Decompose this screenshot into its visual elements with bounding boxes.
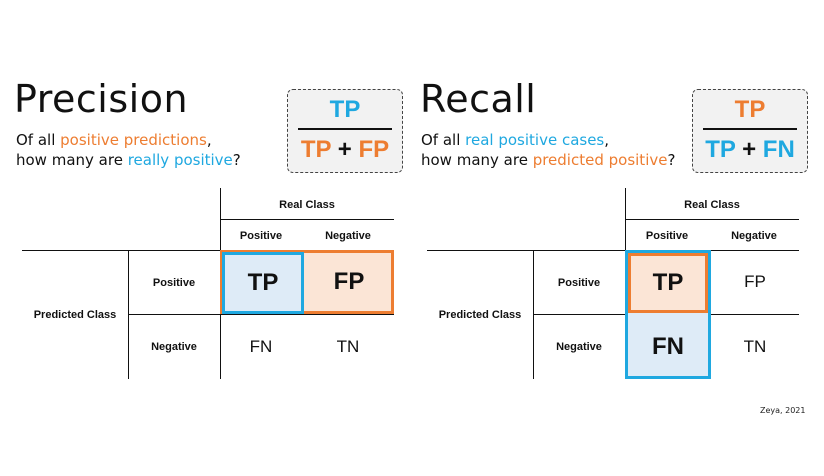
- precision-grid-line: [128, 314, 394, 316]
- recall-fraction-line: [703, 128, 797, 130]
- precision-grid-line: [22, 250, 394, 252]
- precision-desc-highlight: really positive: [127, 151, 233, 169]
- precision-col-negative: Negative: [325, 230, 371, 242]
- recall-desc-text: ?: [667, 151, 676, 169]
- precision-tp-cell: TP: [222, 252, 304, 314]
- recall-predicted-class-header: Predicted Class: [438, 309, 522, 321]
- recall-tp-cell: TP: [628, 253, 708, 313]
- precision-desc-text: Of all: [16, 131, 61, 149]
- precision-denom-op: +: [337, 136, 352, 163]
- recall-row-positive: Positive: [557, 277, 601, 289]
- precision-description-line1: Of all positive predictions,: [16, 130, 212, 150]
- recall-denom-fn: FN: [762, 136, 795, 163]
- precision-denom-tp: TP: [300, 136, 332, 163]
- recall-title: Recall: [420, 77, 537, 121]
- precision-col-positive: Positive: [239, 230, 283, 242]
- recall-desc-text: Of all: [421, 131, 466, 149]
- recall-denominator: TP + FN: [693, 138, 807, 162]
- recall-denom-tp: TP: [705, 136, 736, 163]
- precision-tn-cell: TN: [336, 336, 360, 356]
- recall-col-positive: Positive: [645, 230, 689, 242]
- precision-predicted-class-header: Predicted Class: [33, 309, 117, 321]
- precision-desc-text: ,: [206, 131, 212, 149]
- precision-row-positive: Positive: [152, 277, 196, 289]
- recall-tn-cell: TN: [743, 336, 767, 356]
- precision-desc-highlight: positive predictions: [60, 131, 207, 149]
- precision-denominator: TP + FP: [288, 138, 402, 162]
- precision-numerator: TP: [329, 96, 361, 123]
- recall-row-negative: Negative: [556, 341, 602, 353]
- recall-formula-box: TP TP + FN: [692, 89, 808, 173]
- precision-desc-text: how many are: [16, 151, 128, 169]
- recall-desc-text: ,: [604, 131, 610, 149]
- recall-desc-highlight: predicted positive: [532, 151, 668, 169]
- recall-fp-cell: FP: [744, 272, 766, 291]
- precision-fraction-line: [298, 128, 392, 130]
- recall-description-line2: how many are predicted positive?: [421, 150, 675, 170]
- recall-real-class-header: Real Class: [684, 199, 740, 211]
- precision-row-negative: Negative: [151, 341, 197, 353]
- precision-formula-box: TP TP + FP: [287, 89, 403, 173]
- precision-grid-line: [220, 219, 394, 221]
- recall-grid-line: [427, 250, 799, 252]
- precision-real-class-header: Real Class: [279, 199, 335, 211]
- precision-fp-cell: FP: [333, 268, 365, 295]
- precision-fn-cell: FN: [249, 336, 273, 356]
- recall-col-negative: Negative: [731, 230, 777, 242]
- recall-numerator: TP: [734, 96, 766, 123]
- recall-denom-op: +: [742, 136, 757, 163]
- recall-desc-text: how many are: [421, 151, 533, 169]
- precision-description-line2: how many are really positive?: [16, 150, 241, 170]
- author-credit: Zeya, 2021: [760, 406, 806, 415]
- precision-denom-fp: FP: [358, 136, 390, 163]
- recall-fn-cell: FN: [652, 332, 684, 360]
- recall-grid-line: [625, 219, 799, 221]
- recall-description-line1: Of all real positive cases,: [421, 130, 609, 150]
- precision-title: Precision: [14, 77, 189, 121]
- recall-desc-highlight: real positive cases: [465, 131, 605, 149]
- precision-desc-text: ?: [232, 151, 241, 169]
